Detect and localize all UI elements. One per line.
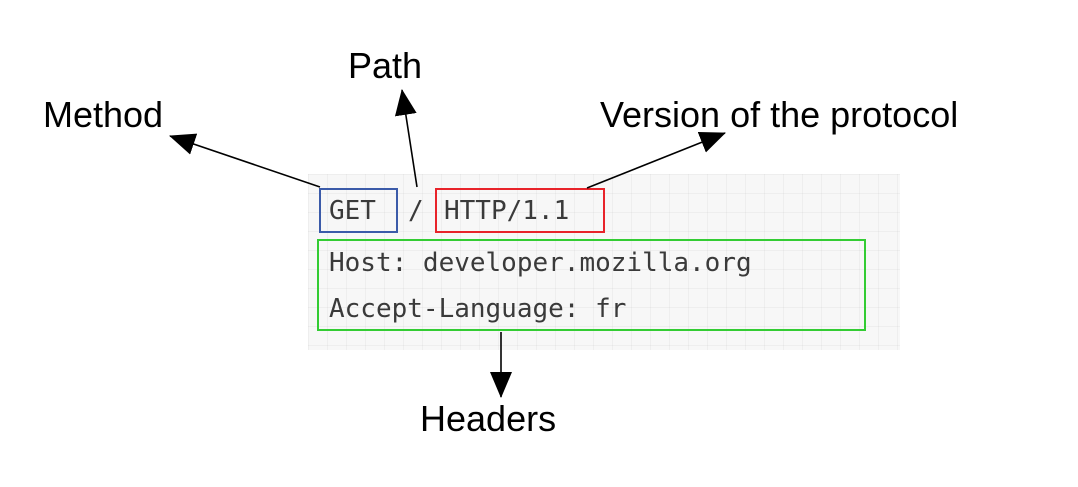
header-line-host: Host: developer.mozilla.org xyxy=(329,248,752,278)
method-highlight-box xyxy=(319,188,398,233)
version-label: Version of the protocol xyxy=(600,94,959,135)
method-label: Method xyxy=(43,94,164,135)
version-text: HTTP/1.1 xyxy=(444,196,570,226)
headers-label: Headers xyxy=(420,398,557,439)
headers-highlight-box xyxy=(317,239,866,331)
path-text: / xyxy=(408,196,424,226)
path-label: Path xyxy=(348,45,423,86)
version-arrow xyxy=(586,132,726,189)
method-arrow xyxy=(169,133,321,188)
version-highlight-box xyxy=(435,188,605,233)
header-line-accept-language: Accept-Language: fr xyxy=(329,294,627,324)
path-arrow xyxy=(394,89,418,188)
method-text: GET xyxy=(329,196,376,226)
